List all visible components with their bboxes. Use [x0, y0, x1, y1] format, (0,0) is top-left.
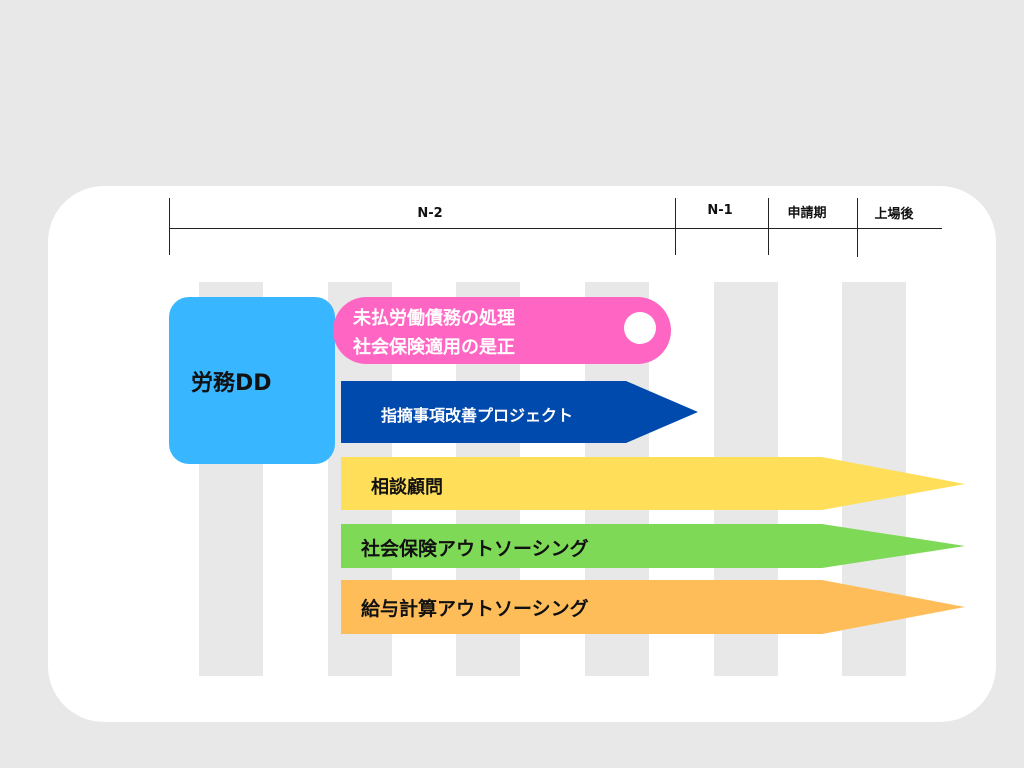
timeline-divider: [675, 198, 676, 255]
arrow-payroll: [341, 580, 965, 634]
phase-label-post-ipo: 上場後: [874, 207, 914, 222]
arrow-consulting: [341, 457, 965, 510]
phase-label-n2: N-2: [417, 206, 443, 221]
phase-label-n1: N-1: [707, 203, 733, 218]
labor-dd-box: 労務DD: [169, 297, 335, 464]
remediation-pill: 未払労働債務の処理 社会保険適用の是正: [333, 297, 671, 364]
arrow-label-consulting: 相談顧問: [371, 477, 443, 498]
timeline-divider: [768, 198, 769, 255]
phase-label-application: 申請期: [787, 206, 827, 221]
timeline-divider: [169, 198, 170, 255]
arrow-improvement-project: [341, 381, 698, 443]
labor-dd-label: 労務DD: [191, 370, 272, 396]
arrow-label-payroll: 給与計算アウトソーシング: [361, 598, 589, 620]
arrow-label-improvement-project: 指摘事項改善プロジェクト: [381, 406, 574, 425]
timeline-divider: [857, 198, 858, 257]
arrow-social-insurance: [341, 524, 965, 568]
pill-dot: [624, 312, 656, 344]
pill-line-1: 未払労働債務の処理: [353, 308, 515, 329]
pill-line-2: 社会保険適用の是正: [353, 337, 515, 358]
timeline-horizontal-line: [169, 228, 942, 229]
arrow-label-social-insurance: 社会保険アウトソーシング: [361, 538, 589, 560]
